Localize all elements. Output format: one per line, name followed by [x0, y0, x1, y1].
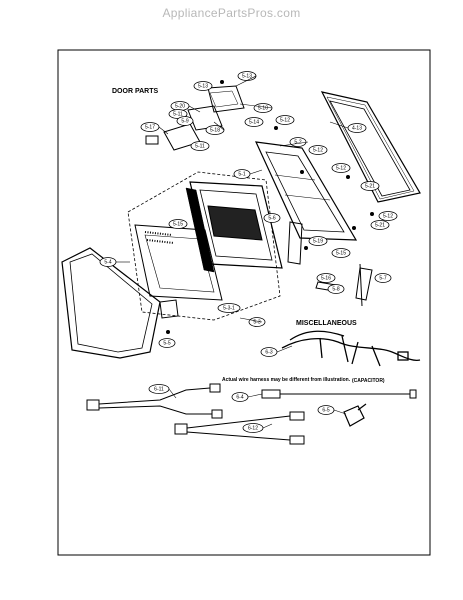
callout-5-16: 5-16	[321, 275, 331, 281]
callout-6-3: 6-3	[265, 349, 272, 355]
callout-5-17: 5-17	[145, 124, 155, 130]
callout-5-4: 5-4	[104, 259, 111, 265]
callout-5-7: 5-7	[379, 275, 386, 281]
door-parts-heading: DOOR PARTS	[112, 88, 158, 95]
callout-5-21-lower: 5-21	[375, 222, 385, 228]
callout-5-13-left: 5-13	[198, 83, 208, 89]
callout-5-12-right: 5-12	[336, 165, 346, 171]
callout-4-13: 4-13	[352, 125, 362, 131]
callout-5-12-lower: 5-12	[383, 213, 393, 219]
callout-5-10: 5-10	[258, 105, 268, 111]
harness-6-12-part	[174, 411, 305, 445]
callout-5-12-mid: 5-12	[313, 147, 323, 153]
callout-5-14: 5-14	[249, 119, 259, 125]
callout-5-12-top: 5-12	[280, 117, 290, 123]
door-frame-part	[320, 91, 421, 203]
callout-6-4: 6-4	[236, 394, 243, 400]
callout-5-3: 5-3	[253, 319, 260, 325]
callout-5-19: 5-19	[313, 238, 323, 244]
callout-5-21-upper: 5-21	[365, 183, 375, 189]
callout-6-11: 6-11	[154, 386, 164, 392]
leader-lines	[116, 75, 349, 429]
callout-5-11-upper: 5-11	[173, 111, 183, 117]
capacitor-label: (CAPACITOR)	[352, 378, 385, 384]
callout-5-15-left: 5-15	[173, 221, 183, 227]
callout-5-1: 5-1	[238, 171, 245, 177]
harness-6-11-part	[86, 383, 223, 419]
harness-note: Actual wire harness may be different fro…	[222, 377, 351, 383]
wire-harness-part	[281, 330, 421, 367]
callout-5-3-1: 5-3-1	[223, 305, 235, 311]
callout-5-9: 5-9	[181, 118, 188, 124]
callout-5-5: 5-5	[163, 340, 170, 346]
door-assembly-outline	[127, 171, 281, 321]
watermark-text: AppliancePartsPros.com	[162, 6, 301, 20]
door-choke-part	[255, 141, 358, 241]
callout-6-5: 6-5	[322, 407, 329, 413]
callout-5-8: 5-8	[332, 286, 339, 292]
callout-5-15-right: 5-15	[336, 250, 346, 256]
miscellaneous-heading: MISCELLANEOUS	[296, 320, 357, 327]
capacitor-part	[343, 403, 367, 427]
callout-6-12: 6-12	[248, 425, 258, 431]
harness-6-4-part	[261, 389, 417, 399]
callout-5-18: 5-18	[210, 127, 220, 133]
callout-5-13-top: 5-13	[242, 73, 252, 79]
callout-5-11-lower: 5-11	[195, 143, 205, 149]
callouts: 5-13 5-10 5-20 5-11 5-9 5-13 5-17 5-18 5…	[99, 71, 398, 433]
callout-5-6: 5-6	[268, 215, 275, 221]
screws	[166, 80, 374, 334]
sheet-border	[57, 49, 431, 556]
door-choke-small-parts	[145, 85, 245, 151]
door-screen-part	[61, 247, 161, 359]
callout-5-20: 5-20	[175, 103, 185, 109]
callout-5-2: 5-2	[294, 139, 301, 145]
